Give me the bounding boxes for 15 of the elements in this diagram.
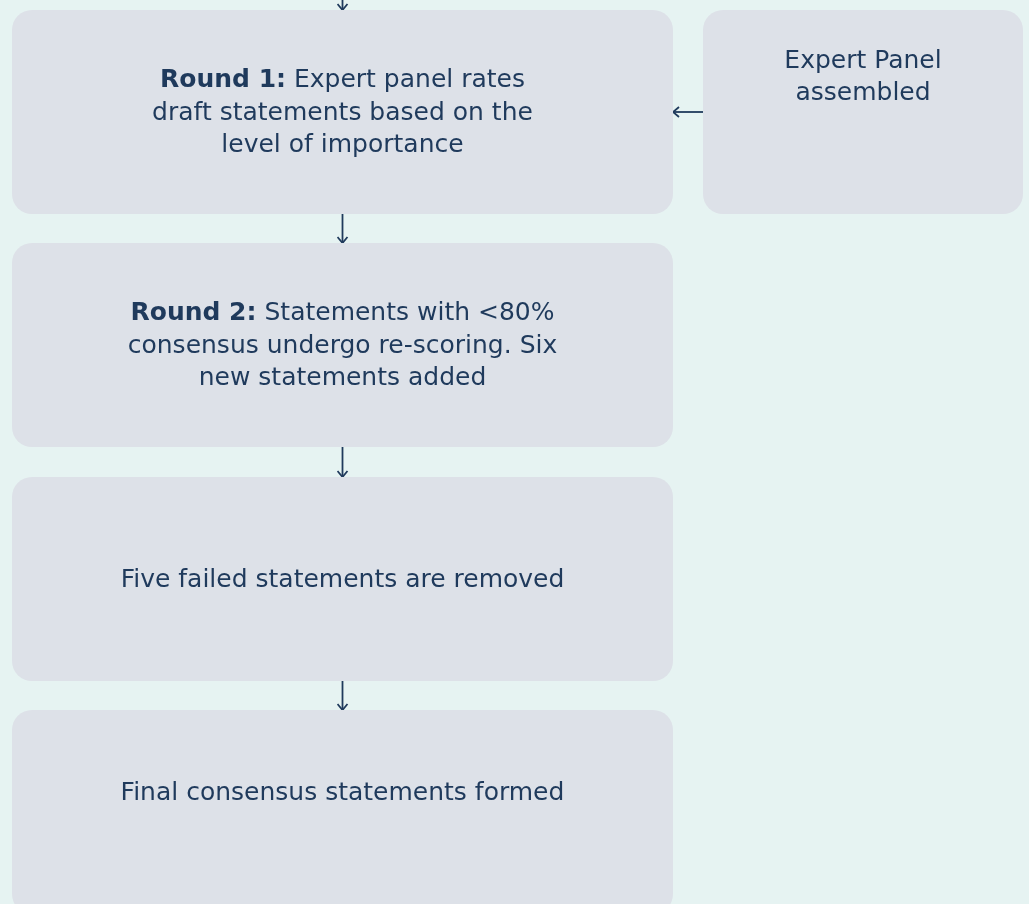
process-box	[12, 710, 673, 904]
arrow	[336, 0, 349, 11]
arrow	[672, 106, 704, 118]
process-box	[12, 477, 673, 681]
arrow	[336, 213, 349, 244]
box-text: Round 2: Statements with <80% consensus undergo re-scoring. Six new statements added	[126, 296, 559, 394]
arrow	[336, 446, 349, 478]
box-text: Five failed statements are removed	[120, 562, 565, 595]
box-text: Round 1: Expert panel rates draft statements based on the level of importance	[151, 63, 534, 161]
arrow	[336, 680, 349, 711]
box-text: Expert Panel assembled	[783, 43, 943, 108]
process-box	[703, 10, 1023, 214]
box-text: Final consensus statements formed	[120, 775, 565, 808]
process-box	[12, 243, 673, 447]
process-box	[12, 10, 673, 214]
